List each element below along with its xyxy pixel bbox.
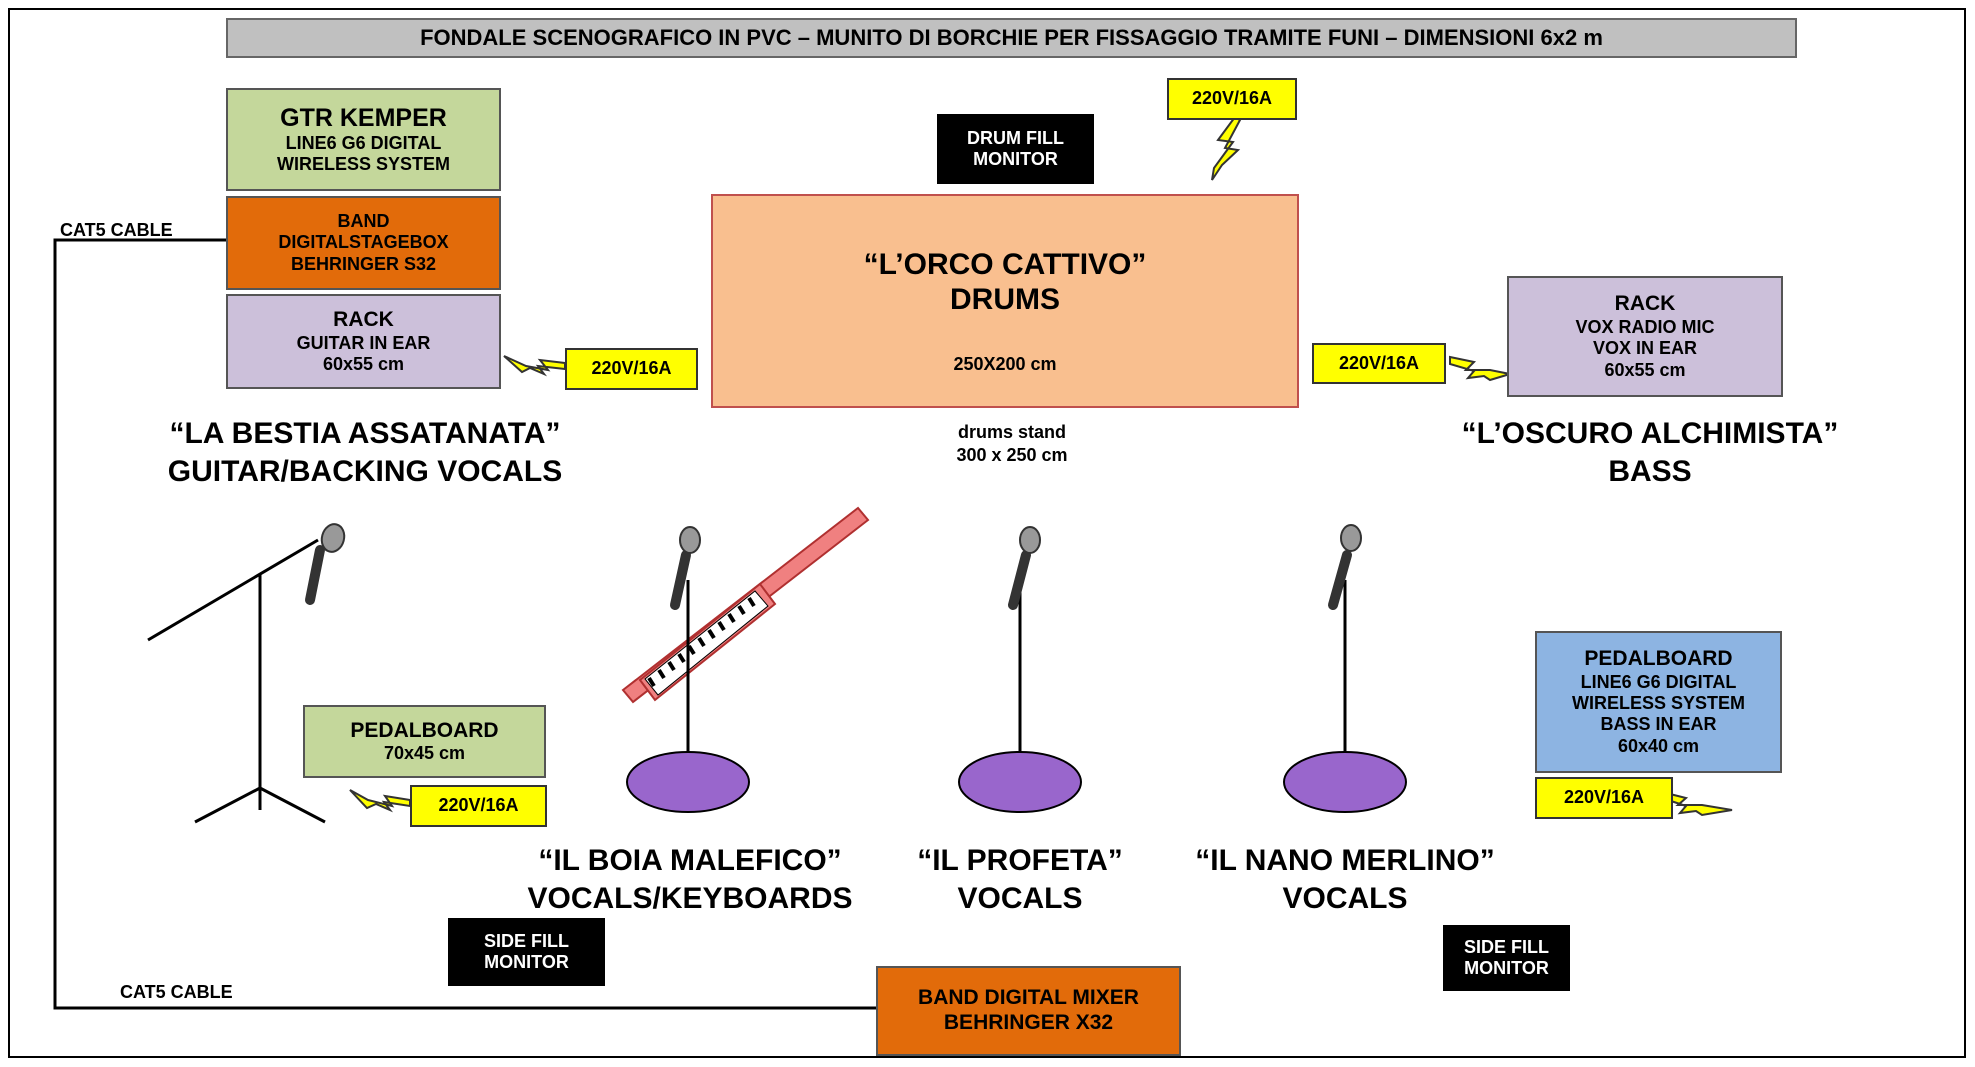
pedalboard-title: PEDALBOARD: [1584, 647, 1733, 671]
lightning-bolt-icon: [1449, 355, 1511, 382]
stagebox-line: DIGITALSTAGEBOX: [278, 232, 449, 253]
mixer-line: BAND DIGITAL MIXER: [918, 986, 1139, 1010]
monitor-line: MONITOR: [1464, 958, 1549, 978]
power-outlet-box: 220V/16A: [1312, 343, 1446, 384]
riser-size: 250X200 cm: [953, 353, 1057, 374]
cat5-cable-label: CAT5 CABLE: [120, 982, 233, 1002]
member-name: “IL NANO MERLINO”: [1195, 844, 1495, 877]
pedalboard-size: 70x45 cm: [383, 743, 466, 764]
lightning-bolt-icon: [503, 355, 566, 377]
drum-fill-monitor: DRUM FILL MONITOR: [937, 114, 1094, 184]
member-role: VOCALS: [957, 881, 1083, 915]
cat5-cable-label: CAT5 CABLE: [60, 220, 173, 240]
cat5-cable-line: [53, 238, 876, 1010]
rack-line: GUITAR IN EAR: [296, 332, 431, 353]
backdrop-banner: FONDALE SCENOGRAFICO IN PVC – MUNITO DI …: [226, 18, 1797, 58]
digital-stagebox: BAND DIGITALSTAGEBOX BEHRINGER S32: [226, 196, 501, 290]
drums-stand-line: drums stand: [957, 422, 1067, 442]
drums-stand-label: drums stand 300 x 250 cm: [912, 421, 1112, 468]
pedalboard-line: WIRELESS SYSTEM: [1571, 693, 1746, 714]
pedalboard-guitar: PEDALBOARD 70x45 cm: [303, 705, 546, 778]
member-keys: “IL BOIA MALEFICO” VOCALS/KEYBOARDS: [490, 842, 890, 917]
side-fill-monitor-right: SIDE FILL MONITOR: [1443, 925, 1570, 991]
member-role: GUITAR/BACKING VOCALS: [167, 454, 563, 488]
rack-title: RACK: [333, 307, 394, 331]
rack-line: VOX RADIO MIC: [1575, 317, 1715, 338]
boom-mic-stand: [147, 538, 326, 824]
member-bass: “L’OSCURO ALCHIMISTA” BASS: [1400, 415, 1900, 490]
keytar-icon: [621, 506, 870, 704]
stagebox-line: BEHRINGER S32: [290, 253, 437, 274]
monitor-line: SIDE FILL: [484, 930, 569, 951]
pedalboard-line: BASS IN EAR: [1600, 714, 1717, 735]
mic-stand: [958, 526, 1082, 813]
power-outlet-box: 220V/16A: [1167, 78, 1297, 120]
mic-stand: [1283, 524, 1407, 813]
pedalboard-title: PEDALBOARD: [350, 718, 499, 742]
gtr-kemper-title: GTR KEMPER: [280, 103, 447, 132]
monitor-line: MONITOR: [973, 149, 1058, 169]
lightning-bolt-icon: [1661, 790, 1733, 817]
power-outlet-box: 220V/16A: [410, 785, 547, 827]
monitor-line: MONITOR: [484, 952, 569, 972]
pedalboard-bass: PEDALBOARD LINE6 G6 DIGITAL WIRELESS SYS…: [1535, 631, 1782, 773]
member-role: BASS: [1608, 454, 1692, 488]
member-merlino: “IL NANO MERLINO” VOCALS: [1160, 842, 1530, 917]
gtr-kemper-line: WIRELESS SYSTEM: [276, 154, 451, 175]
rack-size: 60x55 cm: [1604, 359, 1686, 380]
gtr-kemper-box: GTR KEMPER LINE6 G6 DIGITAL WIRELESS SYS…: [226, 88, 501, 191]
lightning-bolt-icon: [349, 789, 411, 813]
gtr-kemper-line: LINE6 G6 DIGITAL: [285, 133, 442, 154]
rack-size: 60x55 cm: [322, 353, 405, 374]
member-role: VOCALS: [1282, 881, 1408, 915]
member-name: “L’OSCURO ALCHIMISTA”: [1461, 417, 1839, 450]
microphone-icon: [305, 523, 346, 605]
side-fill-monitor-left: SIDE FILL MONITOR: [448, 918, 605, 986]
member-guitar: “LA BESTIA ASSATANATA” GUITAR/BACKING VO…: [90, 415, 640, 490]
mic-stand: [626, 526, 750, 813]
rack-line: VOX IN EAR: [1592, 338, 1698, 359]
member-name: “LA BESTIA ASSATANATA”: [169, 417, 561, 450]
monitor-line: DRUM FILL: [967, 127, 1064, 148]
rack-guitar-in-ear: RACK GUITAR IN EAR 60x55 cm: [226, 294, 501, 389]
drums-riser: “L’ORCO CATTIVO” DRUMS 250X200 cm: [711, 194, 1299, 408]
pedalboard-size: 60x40 cm: [1617, 735, 1700, 756]
lightning-bolt-icon: [1211, 115, 1242, 181]
monitor-line: SIDE FILL: [1464, 936, 1549, 957]
pedalboard-line: LINE6 G6 DIGITAL: [1580, 671, 1737, 692]
member-name: “IL PROFETA”: [917, 844, 1123, 877]
member-role: VOCALS/KEYBOARDS: [527, 881, 853, 915]
rack-title: RACK: [1614, 292, 1676, 316]
mixer-line: BEHRINGER X32: [943, 1011, 1114, 1034]
power-outlet-box: 220V/16A: [1535, 777, 1673, 819]
stage-plot-frame: [8, 8, 1966, 1058]
drummer-name: “L’ORCO CATTIVO”: [863, 247, 1147, 281]
power-outlet-box: 220V/16A: [565, 348, 698, 390]
digital-mixer: BAND DIGITAL MIXER BEHRINGER X32: [876, 966, 1181, 1056]
member-name: “IL BOIA MALEFICO”: [538, 844, 842, 877]
stagebox-line: BAND: [337, 211, 390, 232]
drums-stand-size: 300 x 250 cm: [956, 445, 1068, 466]
rack-vox-radio: RACK VOX RADIO MIC VOX IN EAR 60x55 cm: [1507, 276, 1783, 397]
drummer-role: DRUMS: [950, 283, 1060, 317]
member-profeta: “IL PROFETA” VOCALS: [880, 842, 1160, 917]
